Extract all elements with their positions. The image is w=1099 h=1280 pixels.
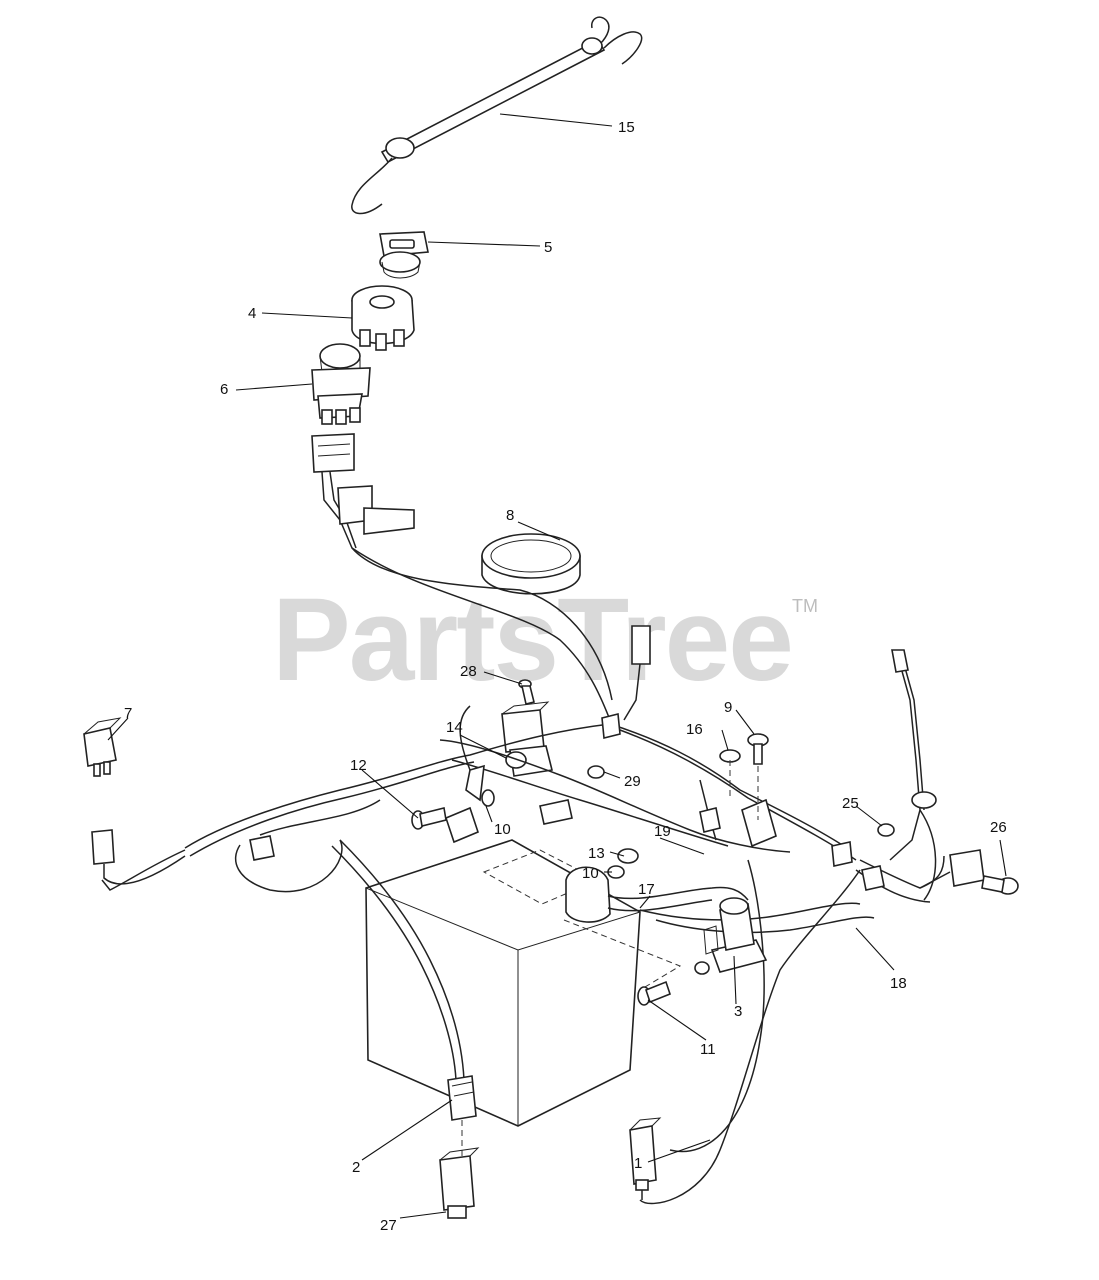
part-25-nut[interactable] xyxy=(877,823,895,837)
callout-10-upper[interactable]: 10 xyxy=(494,821,511,838)
callout-19[interactable]: 19 xyxy=(654,823,671,840)
callout-14[interactable]: 14 xyxy=(446,719,463,736)
callout-13[interactable]: 13 xyxy=(588,845,605,862)
part-15-hook-rod[interactable] xyxy=(351,16,643,215)
part-1-switch[interactable] xyxy=(629,1117,662,1200)
callout-7[interactable]: 7 xyxy=(124,705,132,722)
harness-upper-leads xyxy=(311,433,651,721)
part-28-screw[interactable] xyxy=(518,679,535,705)
callout-12[interactable]: 12 xyxy=(350,757,367,774)
part-4-ignition-switch[interactable] xyxy=(351,285,415,351)
main-wiring-harness xyxy=(91,649,985,1205)
callout-18[interactable]: 18 xyxy=(890,975,907,992)
callout-5[interactable]: 5 xyxy=(544,239,552,256)
part-2-connector[interactable] xyxy=(331,839,477,1160)
battery xyxy=(365,839,682,1127)
callout-10-lower[interactable]: 10 xyxy=(582,865,599,882)
callout-9[interactable]: 9 xyxy=(724,699,732,716)
part-7-relay[interactable] xyxy=(83,717,122,777)
callout-16[interactable]: 16 xyxy=(686,721,703,738)
callout-6[interactable]: 6 xyxy=(220,381,228,398)
callout-29[interactable]: 29 xyxy=(624,773,641,790)
callout-28[interactable]: 28 xyxy=(460,663,477,680)
callout-11[interactable]: 11 xyxy=(700,1041,716,1058)
callout-1[interactable]: 1 xyxy=(634,1155,642,1172)
watermark-brand: PartsTree xyxy=(272,574,792,706)
callout-4[interactable]: 4 xyxy=(248,305,256,322)
part-27-seat-switch[interactable] xyxy=(439,1147,480,1219)
part-8-knob[interactable] xyxy=(481,533,581,595)
callout-labels: 15 5 4 6 8 28 7 14 12 10 16 9 29 19 25 2… xyxy=(124,119,1007,1234)
part-12-bolt[interactable] xyxy=(411,807,447,830)
battery-cables xyxy=(445,705,749,923)
callout-15[interactable]: 15 xyxy=(618,119,635,136)
part-3-solenoid[interactable] xyxy=(703,897,768,973)
callout-3[interactable]: 3 xyxy=(734,1003,742,1020)
part-16-spacer[interactable] xyxy=(719,749,741,800)
part-6-pto-switch[interactable] xyxy=(311,343,371,425)
callout-26[interactable]: 26 xyxy=(990,819,1007,836)
callout-27[interactable]: 27 xyxy=(380,1217,397,1234)
part-5-key[interactable] xyxy=(379,231,429,279)
part-11-bolt[interactable] xyxy=(637,961,710,1006)
part-26-bolt[interactable] xyxy=(981,875,1019,895)
watermark-trademark: TM xyxy=(792,596,818,616)
part-14-connector[interactable] xyxy=(505,751,527,769)
watermark: PartsTree TM xyxy=(272,574,818,706)
callout-17[interactable]: 17 xyxy=(638,881,655,898)
part-9-bolt[interactable] xyxy=(747,733,769,820)
callout-25[interactable]: 25 xyxy=(842,795,859,812)
leader-lines xyxy=(107,113,1007,1219)
callout-2[interactable]: 2 xyxy=(352,1159,360,1176)
part-29-nut[interactable] xyxy=(587,765,605,779)
callout-8[interactable]: 8 xyxy=(506,507,514,524)
